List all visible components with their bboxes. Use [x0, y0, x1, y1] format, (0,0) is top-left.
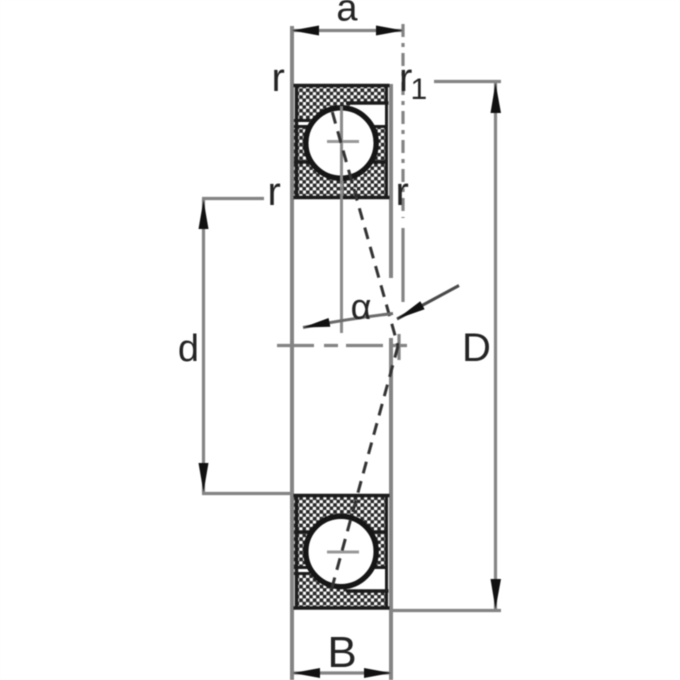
- svg-text:d: d: [178, 328, 199, 370]
- svg-text:a: a: [336, 0, 358, 30]
- svg-text:D: D: [462, 326, 491, 370]
- svg-text:r: r: [399, 56, 412, 100]
- svg-text:1: 1: [411, 73, 428, 106]
- svg-text:r: r: [268, 170, 281, 214]
- svg-text:B: B: [327, 628, 356, 677]
- svg-text:r: r: [396, 170, 409, 214]
- svg-text:r: r: [272, 56, 285, 100]
- svg-text:α: α: [351, 286, 372, 327]
